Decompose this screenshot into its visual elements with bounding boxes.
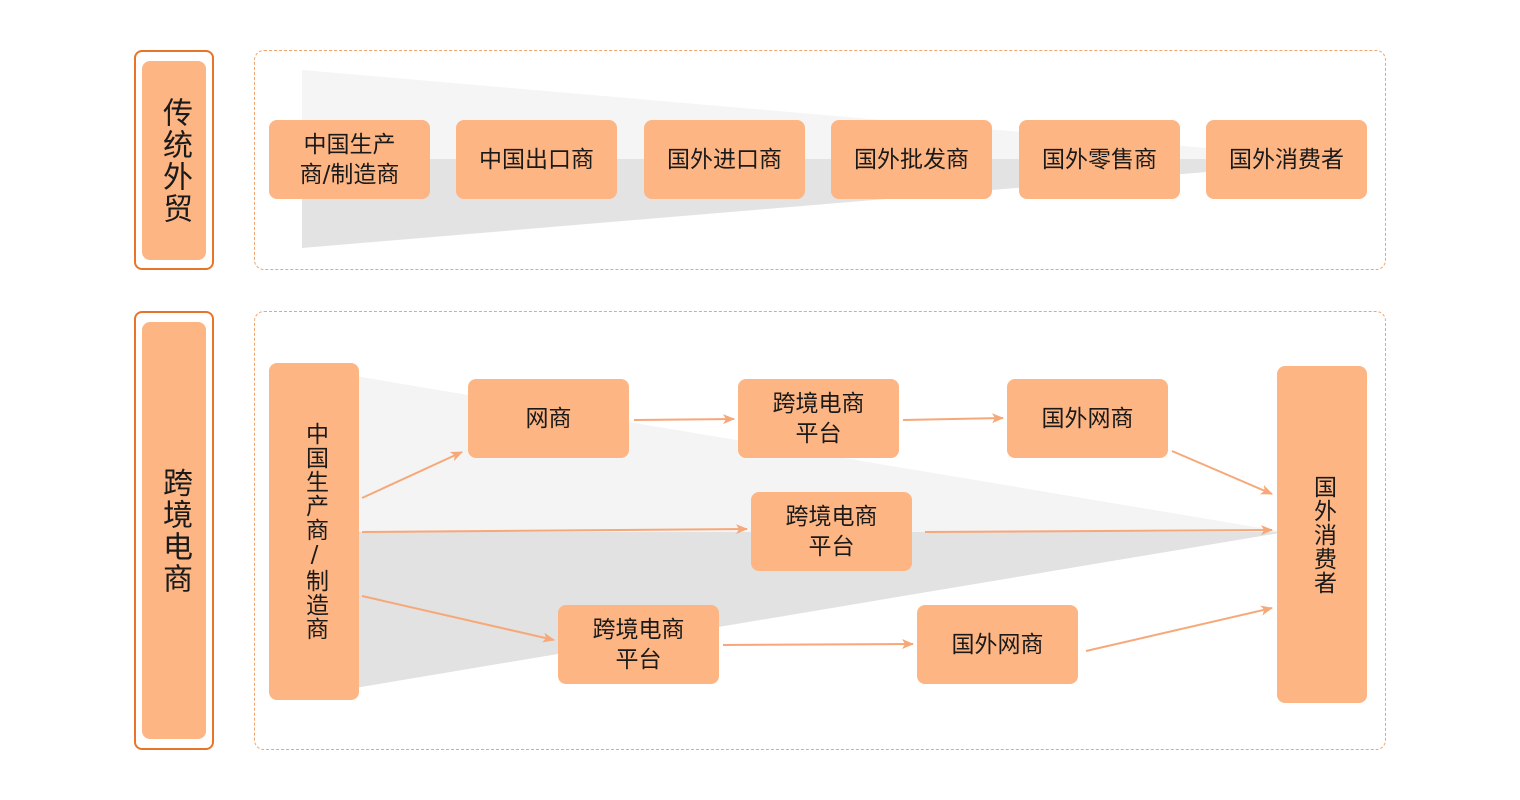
cb-node-bottom-platform-label: 跨境电商 平台 bbox=[592, 616, 685, 673]
cb-node-top-foreign-net-label: 国外网商 bbox=[1041, 405, 1134, 432]
cb-node-middle-platform-label: 跨境电商 平台 bbox=[785, 503, 878, 560]
trad-node-importer-label: 国外进口商 bbox=[667, 146, 782, 173]
trad-node-importer: 国外进口商 bbox=[644, 120, 805, 199]
cb-node-net-merchant-label: 网商 bbox=[525, 405, 572, 432]
cb-node-top-platform-label: 跨境电商 平台 bbox=[772, 390, 865, 447]
cb-node-middle-platform: 跨境电商 平台 bbox=[751, 492, 912, 571]
cb-node-bottom-foreign-net-label: 国外网商 bbox=[951, 631, 1044, 658]
arrow-source-to-middle-platform bbox=[361, 524, 748, 535]
traditional-trade-label: 传统外贸 bbox=[157, 96, 192, 225]
trad-node-retailer-label: 国外零售商 bbox=[1042, 146, 1157, 173]
crossborder-label-box: 跨境电商 bbox=[142, 322, 206, 739]
trad-node-manufacturer: 中国生产 商/制造商 bbox=[269, 120, 430, 199]
arrow-bottom-platform-to-foreign-net bbox=[722, 639, 914, 650]
trad-node-retailer: 国外零售商 bbox=[1019, 120, 1180, 199]
arrow-middle-platform-to-consumer bbox=[924, 525, 1273, 536]
crossborder-label: 跨境电商 bbox=[157, 466, 192, 595]
arrow-bottom-foreign-net-to-consumer bbox=[1085, 605, 1273, 652]
trad-node-wholesaler: 国外批发商 bbox=[831, 120, 992, 199]
cb-node-consumer-label: 国外消费者 bbox=[1309, 474, 1336, 595]
traditional-trade-label-box: 传统外贸 bbox=[142, 61, 206, 260]
arrow-source-to-bottom-platform bbox=[361, 595, 555, 643]
cb-node-net-merchant: 网商 bbox=[468, 379, 629, 458]
cb-node-bottom-foreign-net: 国外网商 bbox=[917, 605, 1078, 684]
cb-node-top-platform: 跨境电商 平台 bbox=[738, 379, 899, 458]
trad-node-exporter-label: 中国出口商 bbox=[479, 146, 594, 173]
cb-node-manufacturer: 中国生产商/制造商 bbox=[269, 363, 359, 700]
arrow-netmerchant-to-platform bbox=[633, 414, 735, 425]
arrow-platform-to-foreign-net bbox=[902, 413, 1004, 424]
cb-node-bottom-platform: 跨境电商 平台 bbox=[558, 605, 719, 684]
flow-arrows bbox=[361, 413, 1273, 652]
arrow-foreign-net-to-consumer bbox=[1171, 450, 1273, 495]
trad-node-consumer: 国外消费者 bbox=[1206, 120, 1367, 199]
cb-node-consumer: 国外消费者 bbox=[1277, 366, 1367, 703]
cb-node-top-foreign-net: 国外网商 bbox=[1007, 379, 1168, 458]
crossborder-panel bbox=[254, 311, 1386, 750]
trad-node-manufacturer-label: 中国生产 商/制造商 bbox=[299, 131, 400, 188]
arrow-source-to-netmerchant bbox=[361, 451, 463, 499]
trad-node-wholesaler-label: 国外批发商 bbox=[854, 146, 969, 173]
trad-node-consumer-label: 国外消费者 bbox=[1229, 146, 1344, 173]
cb-node-manufacturer-label: 中国生产商/制造商 bbox=[301, 422, 328, 641]
trad-node-exporter: 中国出口商 bbox=[456, 120, 617, 199]
traditional-trade-panel bbox=[254, 50, 1386, 270]
